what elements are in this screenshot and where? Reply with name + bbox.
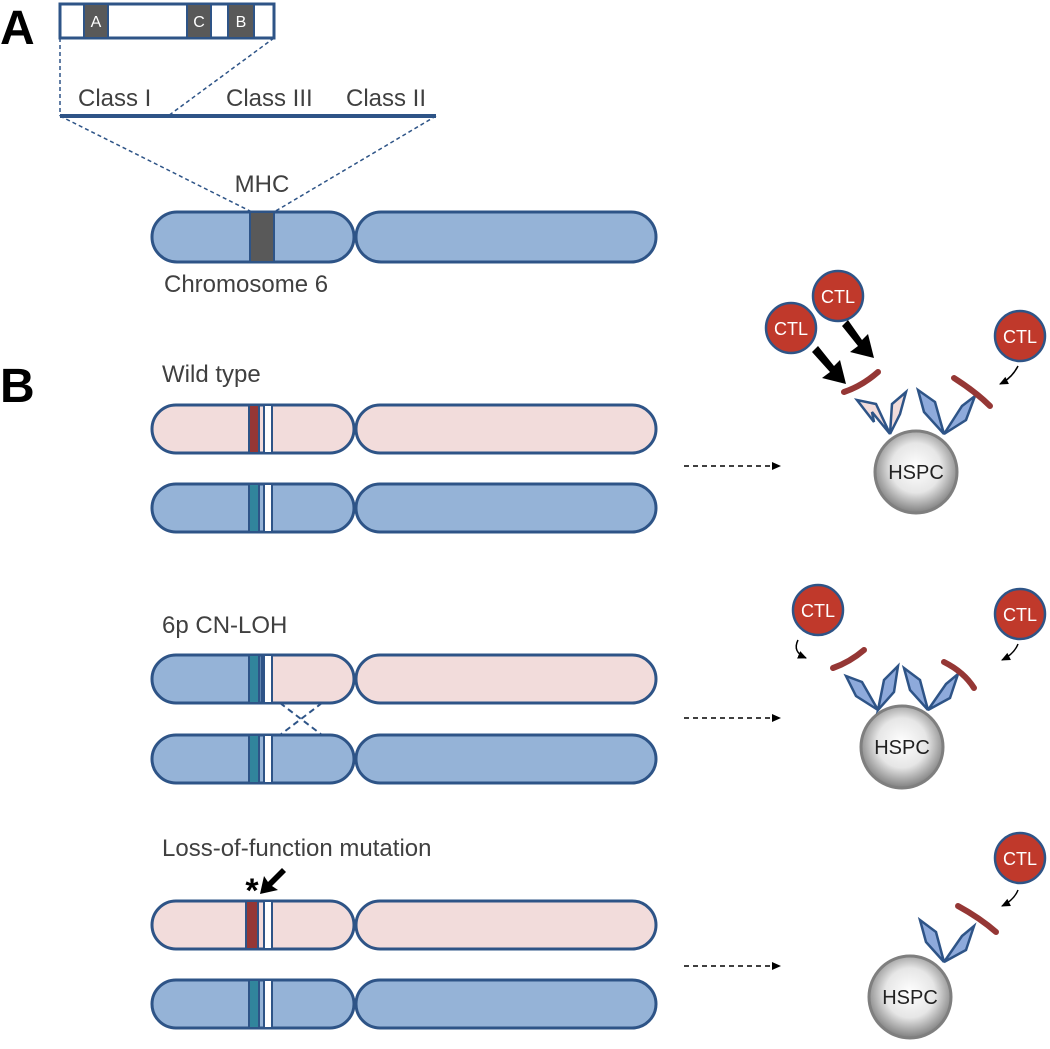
hla-band-white <box>263 979 273 1029</box>
attack-arrow-small <box>999 365 1019 385</box>
region-class-iii: Class III <box>226 85 313 112</box>
region-class-ii: Class II <box>346 85 426 112</box>
hspc-cell-cn-loh: HSPC <box>830 647 977 790</box>
chromosome-pair-cn-loh <box>150 653 658 785</box>
hla-receptor-blue <box>901 664 930 711</box>
ctl-label: CTL <box>1003 849 1037 869</box>
hla-band-teal <box>248 979 260 1029</box>
attack-arrow-large <box>842 320 874 358</box>
ctl-cell: CTL <box>811 269 865 323</box>
zoom-line-right <box>167 37 275 117</box>
hla-band-teal <box>248 654 260 704</box>
gene-a-label: A <box>91 14 102 31</box>
tcr-red <box>941 659 977 691</box>
attack-arrow-small <box>795 639 807 659</box>
hla-receptor-blue <box>915 386 946 435</box>
hla-band-white <box>263 483 273 533</box>
attack-arrow-small <box>1001 889 1019 907</box>
ctl-label: CTL <box>774 319 808 339</box>
hla-band-red <box>248 404 260 454</box>
crossover-line <box>279 702 323 736</box>
chromosome-q-arm <box>354 482 658 534</box>
zoom-line-left-2 <box>59 115 253 213</box>
ctl-label: CTL <box>1003 605 1037 625</box>
gene-a-band <box>83 3 109 39</box>
crossover-line <box>279 702 323 736</box>
hspc-label: HSPC <box>882 987 938 1009</box>
ctl-cell: CTL <box>993 831 1047 885</box>
ctl-cell: CTL <box>993 587 1047 641</box>
row-title-wild-type: Wild type <box>162 361 261 388</box>
hspc-cell-wild-type: HSPC <box>841 369 993 515</box>
tcr-red <box>955 903 999 935</box>
attack-arrow-small <box>1001 643 1019 661</box>
hla-receptor-blue <box>942 922 977 964</box>
ctl-label: CTL <box>821 287 855 307</box>
hspc-cell-lof: HSPC <box>867 903 999 1040</box>
hla-receptor-blue <box>875 662 900 715</box>
panel-a-letter: A <box>0 2 35 55</box>
mhc-gene-box: A C B <box>58 2 276 40</box>
chromosome-q-arm <box>354 403 658 455</box>
ctl-cell: CTL <box>764 301 818 355</box>
ctl-cell: CTL <box>993 309 1047 363</box>
hspc-label: HSPC <box>888 462 944 484</box>
gene-b-band <box>227 3 255 39</box>
hla-band-white <box>263 404 273 454</box>
hspc-label: HSPC <box>874 737 930 759</box>
mutation-asterisk: * <box>245 872 259 910</box>
chromosome-q-arm <box>354 978 658 1030</box>
hla-band-white <box>263 900 273 950</box>
hla-receptor-blue <box>843 673 880 712</box>
ctl-cell: CTL <box>791 583 845 637</box>
ctl-label: CTL <box>801 601 835 621</box>
hla-receptor-blue <box>942 392 978 436</box>
attack-arrow-large <box>812 346 846 384</box>
tcr-red <box>830 647 867 671</box>
ctl-label: CTL <box>1003 327 1037 347</box>
chromosome-q-arm <box>354 210 658 264</box>
mhc-label: MHC <box>235 171 290 198</box>
panel-b-letter: B <box>0 360 35 413</box>
hspc-cell <box>873 429 959 515</box>
chromosome-q-arm <box>354 733 658 785</box>
hla-receptor-pink <box>888 388 909 435</box>
chromosome-pair-wild-type <box>150 403 658 534</box>
mhc-band <box>249 211 275 263</box>
row-title-lof: Loss-of-function mutation <box>162 835 431 862</box>
chromosome-p-arm-pink <box>260 653 356 705</box>
gene-b-label: B <box>236 14 247 31</box>
hla-receptor-blue <box>917 916 946 963</box>
chromosome-6 <box>150 210 658 264</box>
hla-band-white <box>263 734 273 784</box>
hspc-cell <box>859 704 945 790</box>
tcr-red <box>951 375 993 409</box>
hspc-cell <box>867 954 953 1040</box>
chromosome-q-arm <box>354 653 658 705</box>
gene-c-label: C <box>193 14 205 31</box>
zoom-line-right-2 <box>273 115 437 213</box>
hla-band-teal <box>248 483 260 533</box>
chromosome-q-arm <box>354 899 658 951</box>
hla-band-teal <box>248 734 260 784</box>
hla-band-red <box>245 900 259 950</box>
chromosome-pair-lof <box>150 899 658 1030</box>
mutation-pointer-arrow <box>260 868 286 894</box>
chromosome-p-arm-recombined <box>150 653 264 705</box>
gene-c-band <box>186 3 212 39</box>
row-title-cn-loh: 6p CN-LOH <box>162 612 287 639</box>
hla-receptor-blue <box>926 670 961 712</box>
region-class-i: Class I <box>78 85 151 112</box>
tcr-red <box>841 369 881 395</box>
chromosome-label: Chromosome 6 <box>164 271 328 298</box>
hla-receptor-pink <box>853 398 892 435</box>
hla-band-white <box>263 654 273 704</box>
